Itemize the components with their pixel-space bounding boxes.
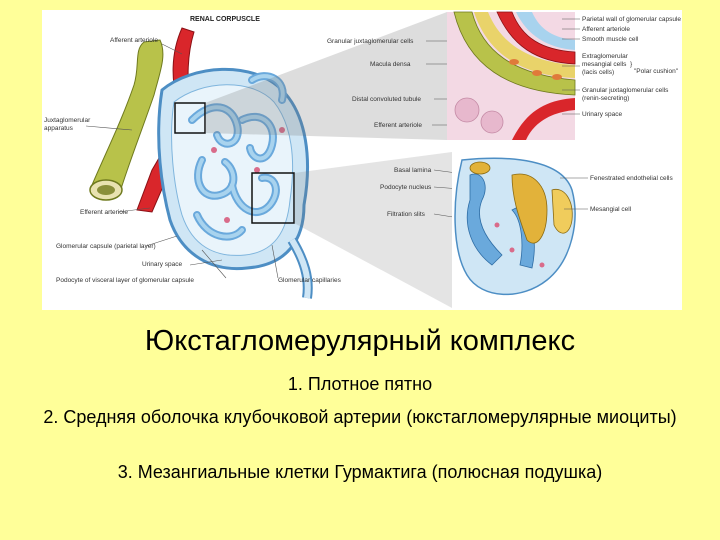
renal-corpuscle-figure: RENAL CORPUSCLE [42,10,682,310]
label-efferent-arteriole-mid: Efferent arteriole [374,122,422,129]
label-podocyte-visceral: Podocyte of visceral layer of glomerular… [56,277,194,284]
label-distal-tubule: Distal convoluted tubule [352,96,421,103]
label-basal-lamina: Basal lamina [394,167,432,174]
label-macula-densa: Macula densa [370,61,411,68]
list-item-macula-densa: 1. Плотное пятно [40,373,680,395]
list-item-mesangial-cells: 3. Мезангиальные клетки Гурмактига (полю… [40,461,680,483]
label-extraglomerular-2: mesangial cells [582,61,627,68]
label-afferent-arteriole: Afferent arteriole [110,37,158,44]
figure-heading: RENAL CORPUSCLE [190,16,260,23]
label-mesangial-cell: Mesangial cell [590,206,632,213]
slide-title: Юкстагломерулярный комплекс [0,325,720,358]
juxtaglomerular-detail-panel [447,12,575,140]
filtration-detail-panel [452,152,576,308]
label-filtration-slits: Filtration slits [387,211,426,218]
label-parietal-wall: Parietal wall of glomerular capsule [582,16,681,23]
label-juxtaglomerular-2: apparatus [44,125,74,132]
label-granular-jg-1: Granular juxtaglomerular cells [582,87,669,94]
label-polar-brace: } [630,61,633,68]
label-efferent-arteriole: Efferent arteriole [80,209,128,216]
label-smooth-muscle: Smooth muscle cell [582,36,639,43]
label-juxtaglomerular-1: Juxtaglomerular [44,117,91,124]
label-granular-jg-2: (renin-secreting) [582,95,629,102]
label-fenestrated: Fenestrated endothelial cells [590,175,673,182]
label-extraglomerular-1: Extraglomerular [582,53,629,60]
label-afferent-arteriole-r: Afferent arteriole [582,26,630,33]
label-glomerular-capillaries: Glomerular capillaries [278,277,342,284]
label-urinary-space-r: Urinary space [582,111,622,118]
label-extraglomerular-3: (lacis cells) [582,69,614,76]
label-urinary-space: Urinary space [142,261,182,268]
label-podocyte-nucleus: Podocyte nucleus [380,184,432,191]
label-granular-cells: Granular juxtaglomerular cells [327,38,414,45]
label-polar-cushion: "Polar cushion" [634,68,679,75]
list-item-juxtaglomerular-myocytes: 2. Средняя оболочка клубочковой артерии … [40,406,680,428]
corpuscle-illustration [86,12,452,308]
label-glomerular-capsule: Glomerular capsule (parietal layer) [56,243,156,250]
